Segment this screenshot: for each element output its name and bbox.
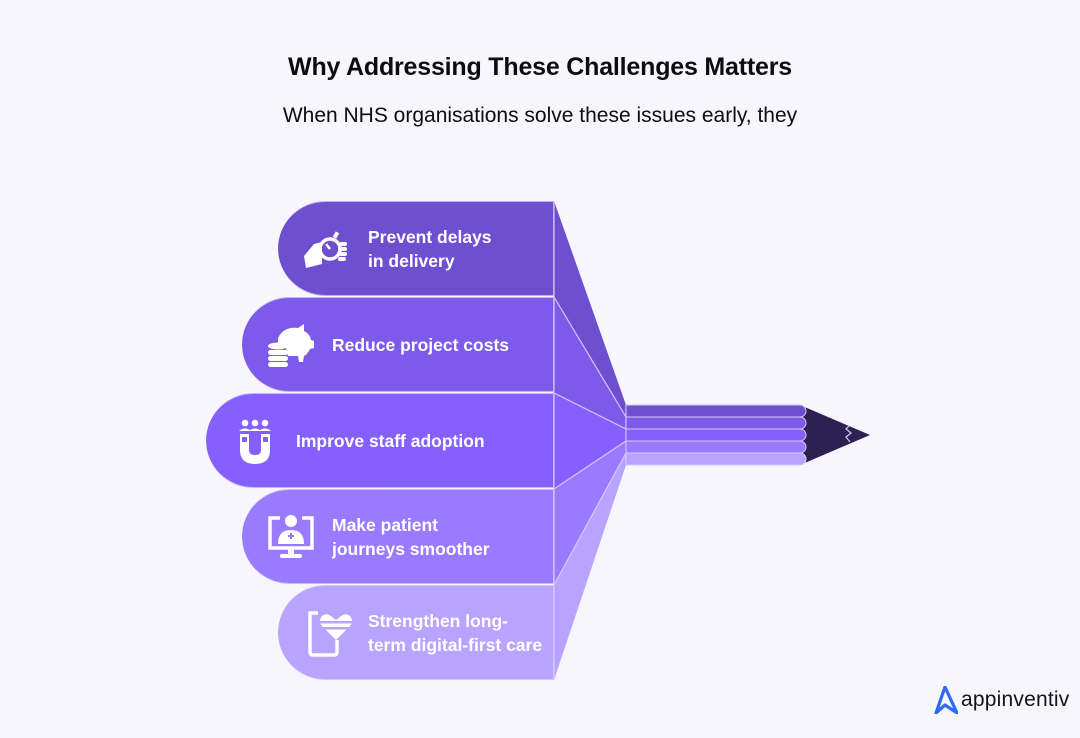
piggy-bank-coins-icon <box>268 323 314 367</box>
benefit-item-staff-adoption: Improve staff adoption <box>206 393 554 488</box>
benefit-item-prevent-delays: Prevent delays in delivery <box>278 201 554 296</box>
benefit-item-reduce-costs: Reduce project costs <box>242 297 554 392</box>
benefit-item-patient-journeys: Make patient journeys smoother <box>242 489 554 584</box>
benefit-label: Prevent delays in delivery <box>368 226 492 271</box>
fan-wedge-5 <box>554 453 626 680</box>
pencil-tip <box>800 405 870 465</box>
page-subtitle: When NHS organisations solve these issue… <box>282 104 798 127</box>
page-title: Why Addressing These Challenges Matters <box>288 53 792 81</box>
fan-wedge-1 <box>554 201 626 417</box>
stopwatch-hand-icon <box>304 230 347 268</box>
pencil-body <box>625 404 807 466</box>
brand-name: appinventiv <box>961 688 1070 711</box>
appinventiv-logo-icon <box>934 686 958 714</box>
benefit-label: Reduce project costs <box>332 334 509 355</box>
magnet-people-icon <box>239 419 271 464</box>
phone-heart-icon <box>308 610 352 657</box>
brand-logo: appinventiv <box>932 686 1069 714</box>
benefit-item-digital-first-care: Strengthen long- term digital-first care <box>278 585 554 680</box>
fan-wedge-2 <box>554 297 626 429</box>
benefit-label: Strengthen long- term digital-first care <box>368 610 543 655</box>
benefit-label: Improve staff adoption <box>296 430 485 451</box>
benefit-label: Make patient journeys smoother <box>332 514 490 559</box>
patient-monitor-icon <box>268 514 314 558</box>
fan-wedge-3 <box>554 393 626 489</box>
